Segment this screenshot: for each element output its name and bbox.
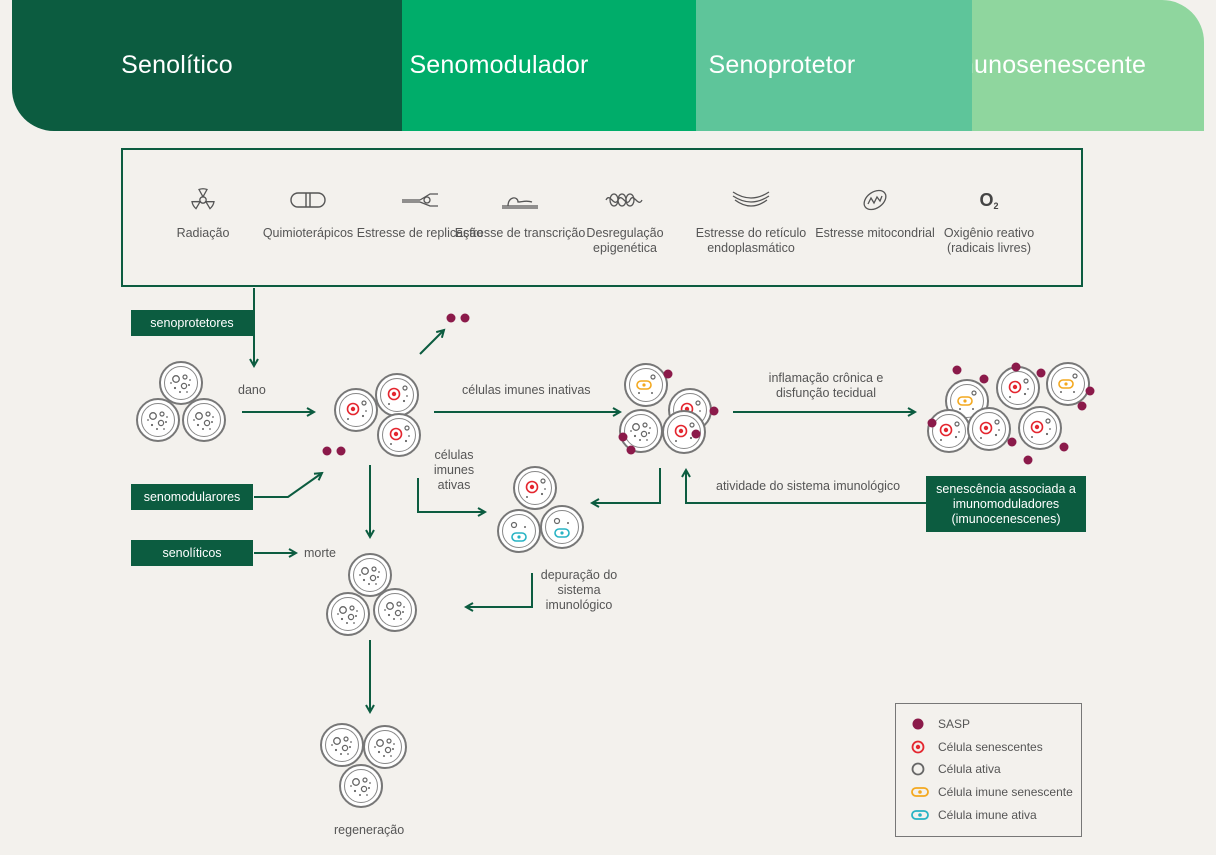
stressor-label: Estresse de transcrição [454, 226, 586, 240]
damaged-cell-cluster [334, 373, 421, 457]
stressor-radiation: Radiação [133, 182, 273, 241]
tab-senolitico[interactable]: Senolítico [12, 0, 402, 131]
stressor-replication: Estresse de replicação [350, 182, 490, 241]
stressor-mitochondrial: Estresse mitocondrial [805, 182, 945, 241]
label-active-immune: células imunes ativas [433, 448, 475, 492]
legend: SASP Célula senescentes Célula ativa Cél… [895, 703, 1082, 837]
mitochondria-icon [863, 189, 887, 211]
radiation-icon [191, 188, 215, 210]
healthy-cell-cluster [136, 361, 226, 442]
dead-cell-cluster [326, 553, 417, 636]
flow-arrows [242, 288, 926, 712]
tab-label: Imunosenescente [945, 51, 1147, 79]
tag-immunosenescence: senescência associada a imunomoduladores… [926, 476, 1086, 532]
stressors-panel: Radiação Quimioterápicos Estresse de rep… [121, 148, 1083, 287]
senescent-immune-cell-icon [911, 787, 929, 797]
label-dano: dano [238, 383, 266, 397]
label-chronic-inflammation: inflamação crônica e disfunção tecidual [768, 371, 884, 400]
legend-item-senescent-cell: Célula senescentes [910, 739, 1043, 755]
legend-item-senescent-immune: Célula imune senescente [910, 784, 1073, 800]
tab-label: Senomodulador [409, 51, 589, 79]
senescent-immune-cluster [618, 363, 719, 455]
stressor-label: Estresse mitocondrial [815, 226, 935, 240]
tag-senomoduladores: senomodularores [131, 484, 253, 510]
endoplasmic-reticulum-icon [732, 191, 770, 207]
stressor-chemo: Quimioterápicos [238, 182, 378, 241]
active-immune-cell-icon [911, 810, 929, 820]
tab-label: Senolítico [121, 51, 233, 79]
sasp-dot-icon [912, 718, 924, 730]
stressor-transcription: Estresse de transcrição [450, 182, 590, 241]
arrow-senomoduladores [254, 473, 322, 498]
replication-fork-icon [402, 193, 438, 207]
label-immune-clearance: depuração do sistema imunológico [540, 568, 618, 612]
transcription-icon [502, 197, 538, 209]
category-tabs: Senolítico Senomodulador Senoprotetor Im… [12, 0, 1204, 131]
tab-label: Senoprotetor [708, 51, 856, 79]
regenerated-cell-cluster [320, 723, 407, 808]
arrow-active-immune [417, 478, 485, 512]
arrow-immune-activity [686, 470, 926, 504]
legend-item-sasp: SASP [910, 716, 970, 732]
stressor-er: Estresse do retículo endoplasmático [681, 182, 821, 256]
legend-item-active-cell: Célula ativa [910, 761, 1001, 777]
chromatin-icon [605, 193, 643, 207]
tag-senoprotetores: senoprotetores [131, 310, 253, 336]
label-death: morte [304, 546, 336, 560]
stressor-label: Estresse do retículo endoplasmático [695, 226, 807, 255]
tag-senoliticos: senolíticos [131, 540, 253, 566]
legend-item-active-immune: Célula imune ativa [910, 807, 1037, 823]
stressor-epigenetic: Desregulação epigenética [555, 182, 695, 256]
inflamed-tissue-cluster [927, 362, 1095, 465]
stressor-label: Desregulação epigenética [586, 226, 664, 255]
label-regeneration: regeneração [334, 823, 405, 837]
arrow-clearance-return [466, 573, 533, 607]
sasp-dots [322, 313, 470, 456]
stressor-label: Radiação [176, 226, 230, 240]
active-cell-icon [911, 762, 925, 776]
senescent-cell-icon [911, 740, 925, 754]
stressor-label: Estresse de replicação [356, 226, 484, 240]
arrow-sasp-release [419, 330, 444, 355]
label-inactive-immune: células imunes inativas [462, 383, 591, 397]
stressor-label: Oxigênio reativo (radicais livres) [943, 226, 1035, 255]
immune-clearance-cluster [497, 466, 584, 553]
arrow-to-clearance [592, 468, 661, 503]
stressor-label: Quimioterápicos [262, 226, 354, 240]
capsule-icon [290, 192, 326, 208]
label-immune-activity: atividade do sistema imunológico [716, 479, 901, 493]
